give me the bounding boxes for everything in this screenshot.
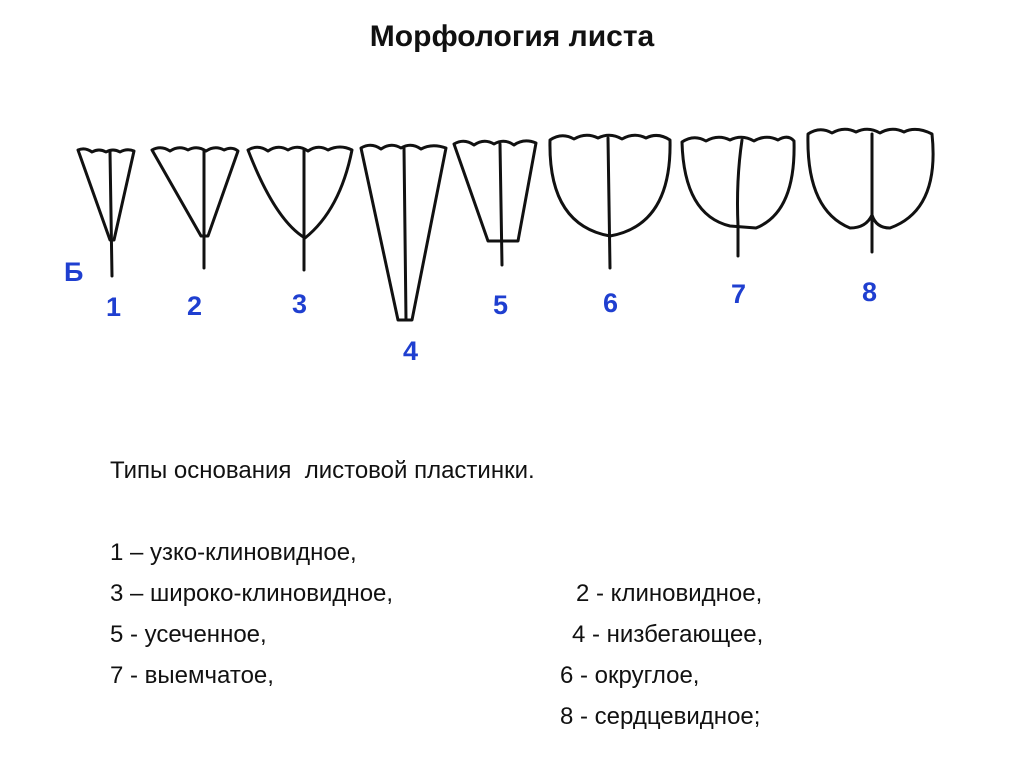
leaf-shape-2 xyxy=(150,146,240,270)
leaf-shape-1 xyxy=(76,147,136,278)
page-title: Морфология листа xyxy=(369,20,655,53)
caption-row: 5 - усеченное, 6 - округлое, xyxy=(110,573,870,689)
leaf-number-6: 6 xyxy=(603,288,618,318)
leaf-shape-8 xyxy=(806,127,935,254)
leaf-number-1: 1 xyxy=(106,292,121,322)
caption-item-2: 2 - клиновидное, xyxy=(576,580,763,607)
leaf-number-2: 2 xyxy=(187,291,202,321)
caption-item-3: 3 – широко-клиновидное, xyxy=(110,580,394,607)
leaf-base-diagram: Б 1 2 3 4 5 6 7 8 xyxy=(64,127,935,366)
leaf-shape-5 xyxy=(452,139,538,267)
caption-item-8: 8 - сердцевидное; xyxy=(560,703,761,730)
leaf-number-5: 5 xyxy=(493,290,508,320)
caption: Типы основания листовой пластинки. 1 – у… xyxy=(110,450,870,730)
leaf-number-8: 8 xyxy=(862,277,877,307)
leaf-shape-7 xyxy=(680,135,796,258)
leaf-number-7: 7 xyxy=(731,279,746,309)
caption-item-6: 6 - округлое, xyxy=(560,662,700,689)
caption-item-5: 5 - усеченное, xyxy=(110,621,267,648)
caption-heading: Типы основания листовой пластинки. xyxy=(110,457,535,484)
caption-row: 7 - выемчатое, 8 - сердцевидное; xyxy=(110,614,870,730)
leaf-shape-3 xyxy=(246,145,354,272)
leaf-shape-4 xyxy=(359,143,448,322)
leaf-shape-6 xyxy=(548,133,672,270)
caption-row: 1 – узко-клиновидное, 2 - клиновидное, xyxy=(110,491,870,607)
caption-item-7: 7 - выемчатое, xyxy=(110,662,274,689)
caption-item-1: 1 – узко-клиновидное, xyxy=(110,539,357,566)
side-label: Б xyxy=(64,257,83,287)
caption-row: 3 – широко-клиновидное, 4 - низбегающее, xyxy=(110,532,870,648)
caption-item-4: 4 - низбегающее, xyxy=(572,621,764,648)
leaf-number-4: 4 xyxy=(403,336,418,366)
leaf-number-3: 3 xyxy=(292,289,307,319)
